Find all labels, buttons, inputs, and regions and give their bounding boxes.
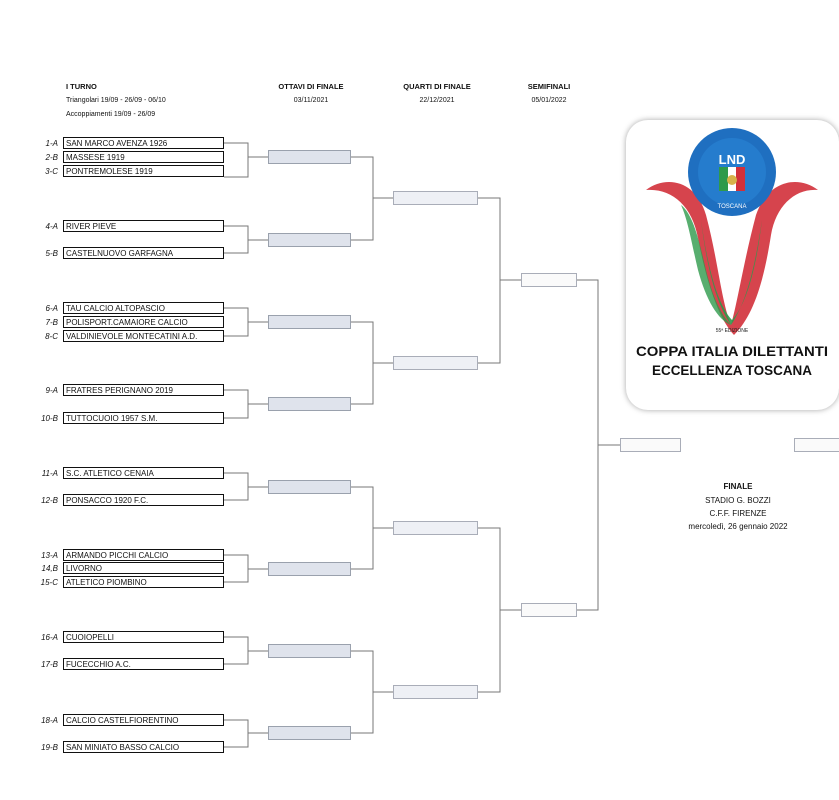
team-code: 5-B: [34, 249, 58, 258]
round16-slot: [268, 315, 351, 329]
semifinal-slot: [521, 603, 577, 617]
svg-text:55ª EDIZIONE: 55ª EDIZIONE: [716, 328, 749, 334]
round16-slot: [268, 644, 351, 658]
semifinal-slot: [521, 273, 577, 287]
quarterfinal-slot: [393, 191, 478, 205]
round16-slot: [268, 397, 351, 411]
quarterfinal-slot: [393, 356, 478, 370]
team-code: 17-B: [34, 660, 58, 669]
team-box: ATLETICO PIOMBINO: [63, 576, 224, 588]
team-box: PONTREMOLESE 1919: [63, 165, 224, 177]
team-code: 6-A: [34, 304, 58, 313]
final-venue: STADIO G. BOZZI: [666, 496, 810, 505]
team-box: S.C. ATLETICO CENAIA: [63, 467, 224, 479]
team-code: 18-A: [34, 716, 58, 725]
team-box: MASSESE 1919: [63, 151, 224, 163]
team-box: TAU CALCIO ALTOPASCIO: [63, 302, 224, 314]
final-title: FINALE: [686, 482, 790, 491]
team-box: TUTTOCUOIO 1957 S.M.: [63, 412, 224, 424]
svg-text:TOSCANA: TOSCANA: [718, 204, 747, 210]
team-box: CALCIO CASTELFIORENTINO: [63, 714, 224, 726]
team-code: 15-C: [34, 578, 58, 587]
team-code: 11-A: [34, 469, 58, 478]
team-box: RIVER PIEVE: [63, 220, 224, 232]
team-code: 3-C: [34, 167, 58, 176]
round16-slot: [268, 233, 351, 247]
team-box: CASTELNUOVO GARFAGNA: [63, 247, 224, 259]
team-box: PONSACCO 1920 F.C.: [63, 494, 224, 506]
team-code: 7-B: [34, 318, 58, 327]
team-box: POLISPORT.CAMAIORE CALCIO: [63, 316, 224, 328]
team-code: 13-A: [34, 551, 58, 560]
header-round16-title: OTTAVI DI FINALE: [270, 82, 352, 91]
header-semis-date: 05/01/2022: [519, 97, 579, 104]
final-slot-left: [620, 438, 681, 452]
final-slot-right: [794, 438, 839, 452]
team-code: 16-A: [34, 633, 58, 642]
team-code: 8-C: [34, 332, 58, 341]
coppa-italia-logo: LND TOSCANA 55ª EDIZIONE COPPA ITALIA DI…: [626, 120, 839, 410]
header-quarters-date: 22/12/2021: [395, 97, 479, 104]
team-code: 12-B: [34, 496, 58, 505]
team-box: FUCECCHIO A.C.: [63, 658, 224, 670]
quarterfinal-slot: [393, 685, 478, 699]
final-date: mercoledì, 26 gennaio 2022: [656, 522, 820, 531]
team-code: 4-A: [34, 222, 58, 231]
team-code: 9-A: [34, 386, 58, 395]
team-code: 14,B: [34, 564, 58, 573]
team-code: 1-A: [34, 139, 58, 148]
round16-slot: [268, 562, 351, 576]
round16-slot: [268, 480, 351, 494]
header-round1-line1: Triangolari 19/09 - 26/09 - 06/10: [66, 97, 166, 104]
coppa-italia-logo-card: LND TOSCANA 55ª EDIZIONE COPPA ITALIA DI…: [626, 120, 839, 410]
team-box: ARMANDO PICCHI CALCIO: [63, 549, 224, 561]
round16-slot: [268, 150, 351, 164]
header-semis-title: SEMIFINALI: [519, 82, 579, 91]
svg-text:LND: LND: [719, 152, 746, 167]
team-box: FRATRES PERIGNANO 2019: [63, 384, 224, 396]
quarterfinal-slot: [393, 521, 478, 535]
round16-slot: [268, 726, 351, 740]
header-round1-title: I TURNO: [66, 82, 97, 91]
svg-text:ECCELLENZA TOSCANA: ECCELLENZA TOSCANA: [652, 362, 812, 378]
header-round16-date: 03/11/2021: [270, 97, 352, 104]
team-box: VALDINIEVOLE MONTECATINI A.D.: [63, 330, 224, 342]
team-box: SAN MARCO AVENZA 1926: [63, 137, 224, 149]
final-city: C.F.F. FIRENZE: [666, 509, 810, 518]
header-quarters-title: QUARTI DI FINALE: [395, 82, 479, 91]
team-code: 2-B: [34, 153, 58, 162]
team-box: SAN MINIATO BASSO CALCIO: [63, 741, 224, 753]
header-round1-line2: Accoppiamenti 19/09 - 26/09: [66, 111, 155, 118]
team-code: 19-B: [34, 743, 58, 752]
svg-text:COPPA ITALIA DILETTANTI: COPPA ITALIA DILETTANTI: [636, 343, 828, 359]
team-box: LIVORNO: [63, 562, 224, 574]
team-code: 10-B: [34, 414, 58, 423]
team-box: CUOIOPELLI: [63, 631, 224, 643]
